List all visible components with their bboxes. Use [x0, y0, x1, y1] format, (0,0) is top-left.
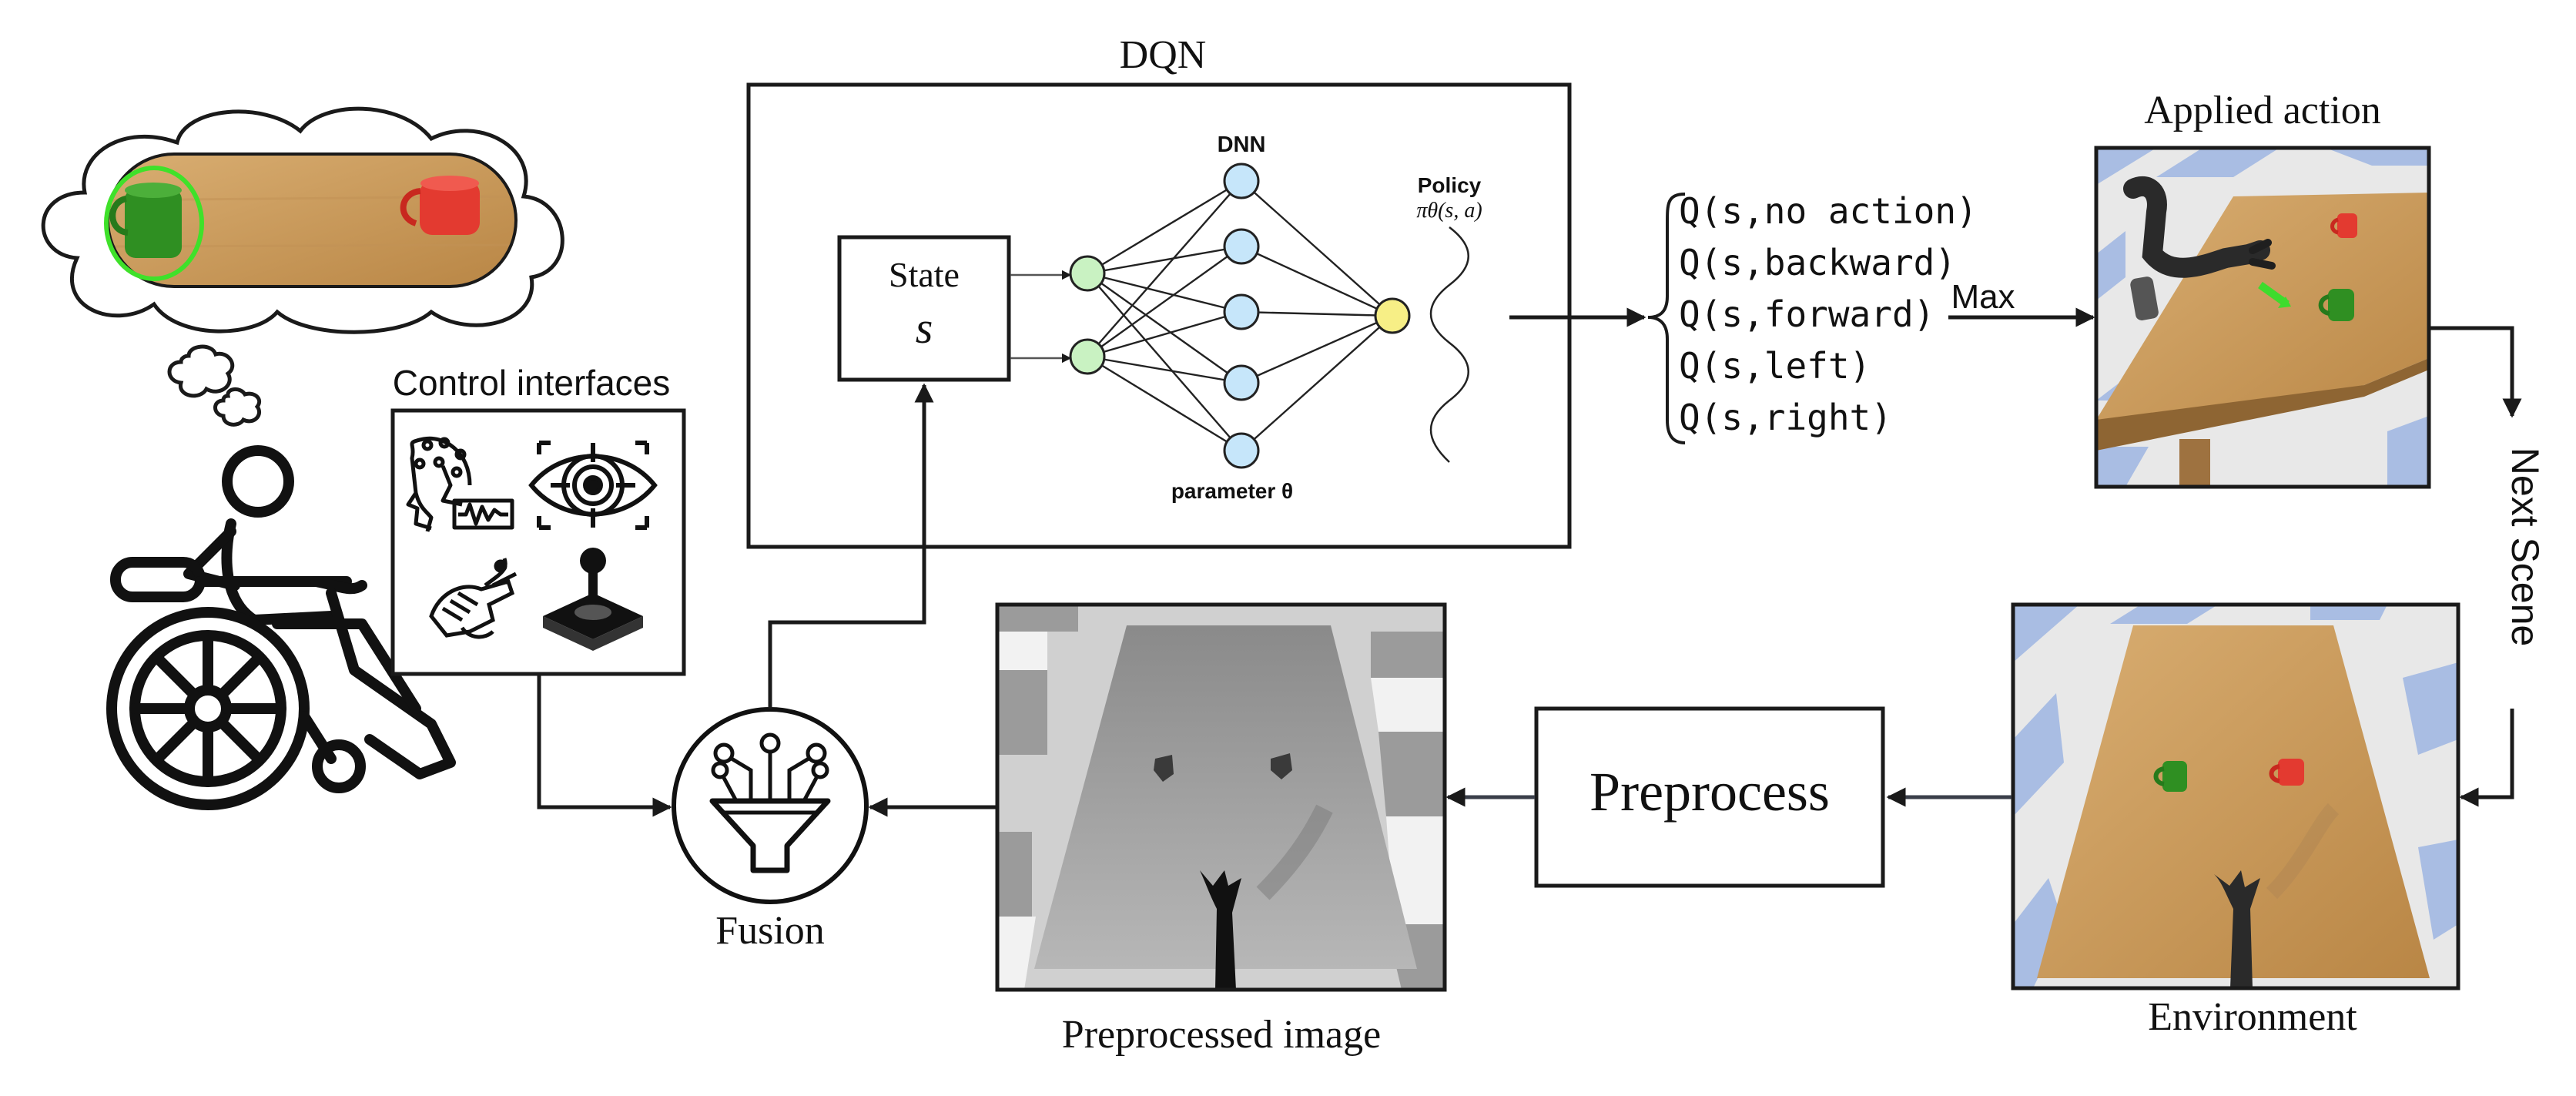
dnn-label: DNN: [1218, 132, 1266, 157]
joystick-icon: [543, 548, 643, 651]
policy-formula: πθ(s, a): [1416, 199, 1482, 223]
eeg-head-icon: [406, 436, 514, 532]
max-label: Max: [1951, 278, 2015, 316]
network-edge: [1087, 272, 1242, 313]
state-symbol: s: [916, 303, 933, 353]
network-edge: [1087, 180, 1242, 357]
hidden-node: [1223, 364, 1260, 401]
interfaces-to-fusion-arrow: [537, 675, 672, 817]
network-edge: [1087, 273, 1242, 451]
network-edge: [1087, 246, 1242, 357]
network-edge: [1087, 310, 1242, 358]
network-edges: [1087, 179, 1393, 452]
network-nodes: [1069, 163, 1411, 469]
hidden-node: [1223, 228, 1260, 265]
fusion-label: Fusion: [715, 909, 825, 953]
policy-wave: [1429, 226, 1469, 463]
preprocess-box: [1534, 706, 1885, 888]
network-edge: [1087, 273, 1242, 384]
hidden-node: [1223, 432, 1260, 469]
dqn-title: DQN: [1120, 33, 1207, 77]
thought-cloud-icon: [41, 106, 564, 427]
environment-image: [2013, 605, 2458, 988]
q-brace: [1647, 193, 1686, 444]
eye-tracking-icon: [528, 441, 658, 530]
preprocessed-image: [997, 605, 1445, 990]
robot-arm-icon: [2123, 176, 2270, 278]
network-edge: [1241, 310, 1393, 317]
next-scene-label: Next Scene: [2504, 447, 2547, 646]
network-edge: [1087, 179, 1242, 275]
network-edge: [1087, 245, 1242, 275]
hidden-node: [1223, 163, 1260, 199]
parameter-label: parameter θ: [1171, 479, 1293, 503]
fusion-funnel-icon: [672, 707, 869, 904]
q-value-right: Q(s,right): [1679, 397, 1892, 438]
next-scene-arrow-bottom: [2459, 709, 2514, 807]
output-node: [1374, 297, 1411, 334]
input-node: [1069, 255, 1106, 292]
preprocessed-image-label: Preprocessed image: [1062, 1013, 1381, 1057]
network-edge: [1087, 355, 1242, 384]
preprocess-label: Preprocess: [1589, 761, 1830, 823]
input-node: [1069, 338, 1106, 375]
network-edge: [1087, 355, 1242, 452]
red-cup-icon: [400, 176, 480, 235]
q-value-left: Q(s,left): [1679, 345, 1871, 387]
state-box: [837, 235, 1011, 382]
network-edge: [1241, 314, 1393, 384]
environment-label: Environment: [2148, 995, 2357, 1039]
network-edge: [1241, 315, 1393, 451]
network-edge: [1241, 180, 1393, 317]
fusion-to-state-arrow: [768, 383, 934, 709]
q-value-no-action: Q(s,no action): [1679, 190, 1978, 232]
wheelchair-user-icon: [106, 445, 456, 810]
q-value-forward: Q(s,forward): [1679, 293, 1935, 335]
applied-action-image: [2096, 148, 2429, 487]
hidden-node: [1223, 293, 1260, 330]
emg-hand-icon: [429, 558, 518, 639]
control-interfaces-label: Control interfaces: [393, 363, 671, 403]
applied-action-label: Applied action: [2144, 89, 2381, 132]
next-scene-arrow-top: [2429, 326, 2522, 418]
green-cup-icon: [104, 166, 204, 281]
state-label: State: [889, 255, 960, 294]
q-value-backward: Q(s,backward): [1679, 242, 1956, 283]
policy-label: Policy: [1418, 173, 1482, 197]
network-edge: [1241, 245, 1393, 317]
